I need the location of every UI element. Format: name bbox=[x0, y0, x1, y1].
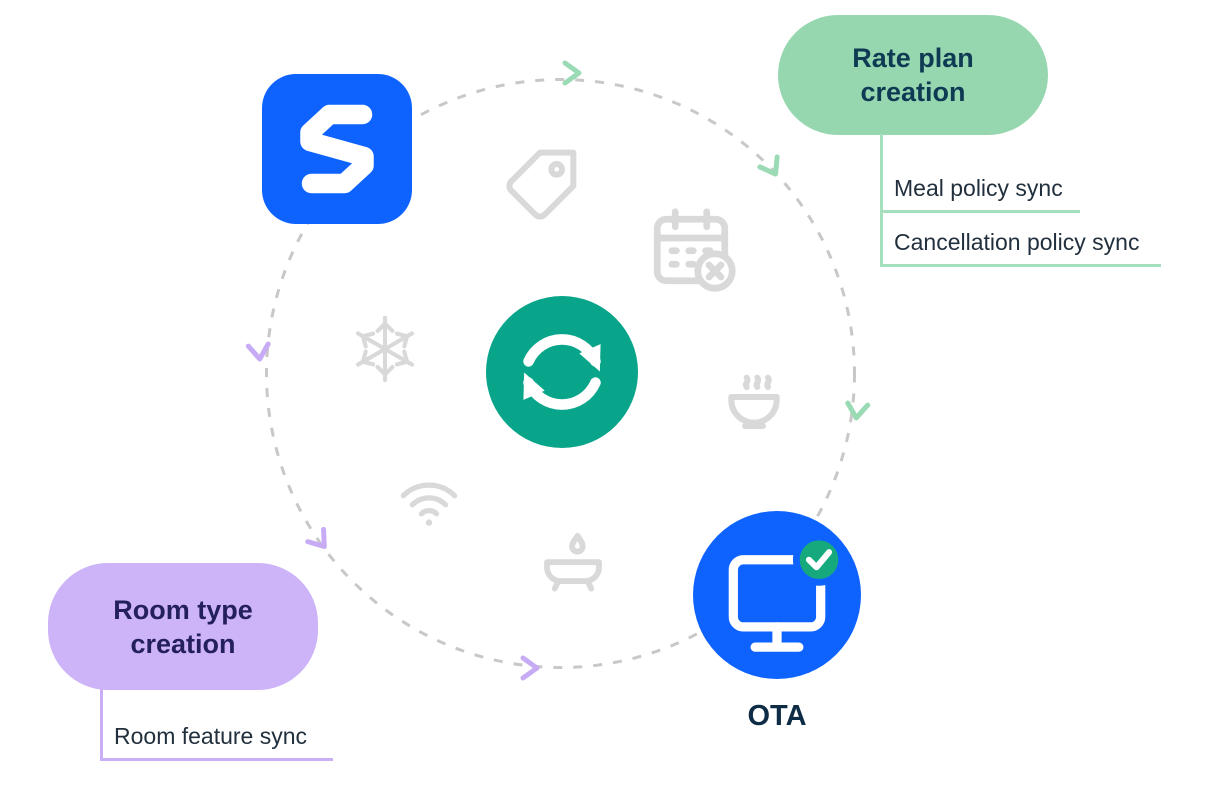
calendar-cancel-icon bbox=[653, 208, 736, 292]
snowflake-icon bbox=[344, 315, 426, 390]
room-type-connector-line bbox=[100, 689, 103, 758]
rate-plan-connector-line bbox=[880, 134, 883, 266]
sync-icon bbox=[523, 334, 601, 410]
room-feature-sync-label: Room feature sync bbox=[100, 722, 333, 761]
rate-plan-bubble-label: Rate plan creation bbox=[852, 43, 974, 107]
cancellation-policy-sync-label: Cancellation policy sync bbox=[880, 228, 1161, 267]
app-logo-icon bbox=[300, 104, 374, 194]
rate-plan-bubble: Rate plan creation bbox=[778, 15, 1048, 135]
cancellation-policy-sync-text: Cancellation policy sync bbox=[894, 229, 1140, 255]
check-badge-icon bbox=[792, 533, 846, 586]
chevron-arrow-icon bbox=[520, 655, 540, 681]
room-type-bubble: Room type creation bbox=[48, 563, 318, 690]
room-type-bubble-label: Room type creation bbox=[113, 594, 253, 659]
chevron-arrow-icon bbox=[245, 341, 271, 362]
chevron-arrow-icon bbox=[757, 154, 780, 177]
wifi-icon bbox=[400, 482, 458, 526]
ota-node bbox=[693, 511, 861, 679]
bath-icon bbox=[544, 532, 602, 592]
chevron-arrow-icon bbox=[305, 526, 327, 550]
dashed-orbit-circle bbox=[265, 78, 856, 669]
pms-app-node bbox=[262, 74, 412, 224]
chevron-arrow-icon bbox=[845, 400, 871, 421]
room-feature-sync-text: Room feature sync bbox=[114, 723, 308, 749]
meal-icon bbox=[728, 374, 780, 429]
ota-label: OTA bbox=[747, 700, 807, 732]
meal-policy-sync-label: Meal policy sync bbox=[880, 174, 1080, 213]
chevron-arrow-icon bbox=[562, 60, 582, 86]
monitor-icon bbox=[728, 533, 846, 652]
sync-hub bbox=[486, 296, 638, 448]
tag-icon bbox=[506, 149, 577, 220]
meal-policy-sync-text: Meal policy sync bbox=[894, 175, 1063, 201]
